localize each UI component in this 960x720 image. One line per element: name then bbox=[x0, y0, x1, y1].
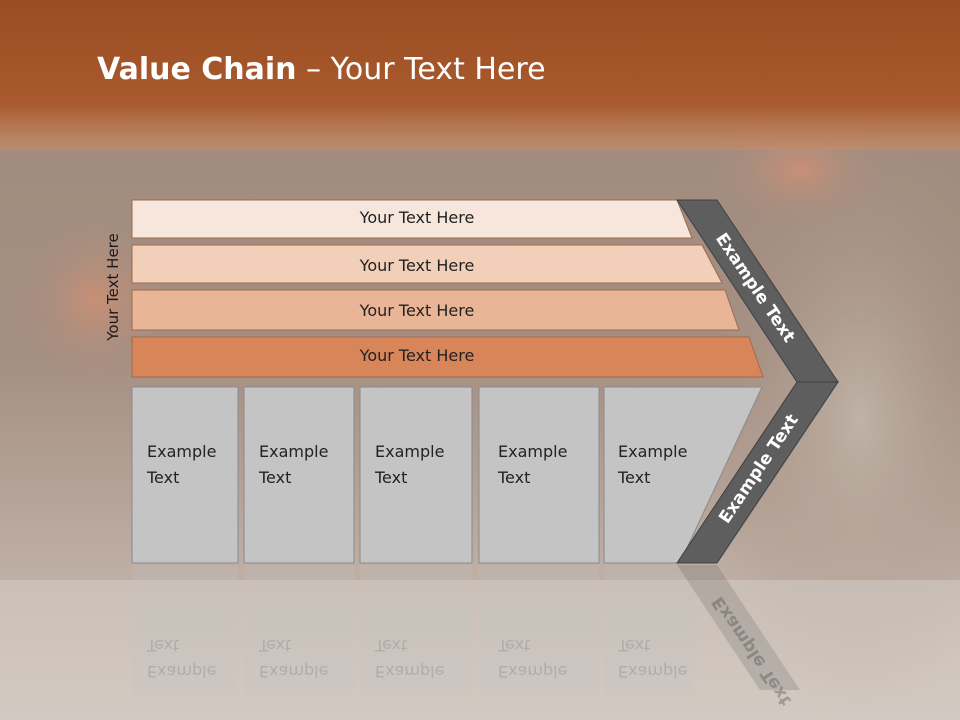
activity-box-4 bbox=[478, 386, 600, 564]
activity-boxes bbox=[131, 386, 763, 564]
row-label-1: Your Text Here bbox=[359, 208, 475, 227]
diagram-reflection bbox=[132, 565, 800, 695]
chevron-lower bbox=[676, 381, 839, 564]
row-label-4: Your Text Here bbox=[359, 346, 475, 365]
row-label-3: Your Text Here bbox=[359, 301, 475, 320]
row-bar-4 bbox=[131, 336, 764, 378]
row-bar-1 bbox=[131, 199, 693, 239]
row-bar-3 bbox=[131, 289, 740, 331]
activity-box-1 bbox=[131, 386, 239, 564]
activity-box-2 bbox=[243, 386, 355, 564]
row-label-2: Your Text Here bbox=[359, 256, 475, 275]
row-bars bbox=[131, 199, 764, 378]
row-bar-2 bbox=[131, 244, 723, 284]
slide-title: Value Chain – Your Text Here bbox=[97, 52, 546, 87]
activity-box-3 bbox=[359, 386, 473, 564]
